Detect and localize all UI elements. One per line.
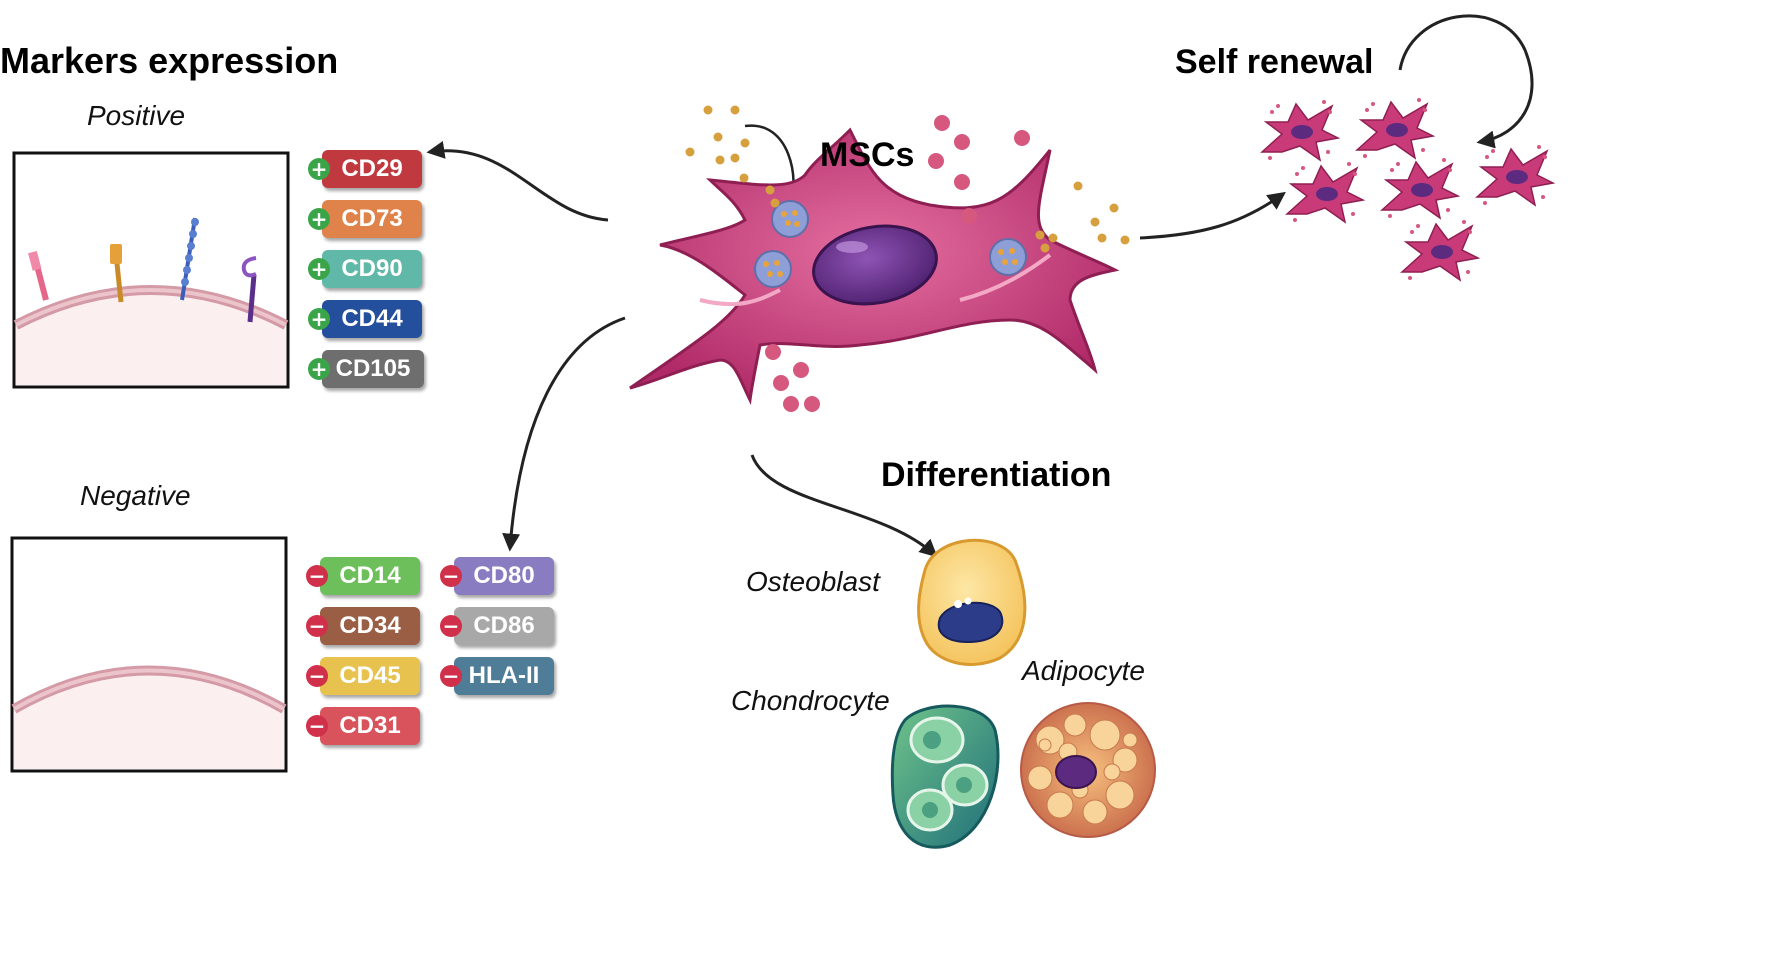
lipid-droplet: [1038, 738, 1052, 752]
lipid-droplet: [1063, 713, 1087, 737]
chondrocyte-label: Chondrocyte: [731, 685, 890, 716]
small-msc-cell: [1260, 100, 1341, 162]
minus-icon: −: [440, 565, 462, 587]
marker-chip-cd44: CD44: [322, 300, 422, 338]
marker-chip-cd80: CD80: [454, 557, 554, 595]
minus-icon: −: [306, 715, 328, 737]
marker-chip-cd45: CD45: [320, 657, 420, 695]
marker-chip-cd105: CD105: [322, 350, 424, 388]
plus-icon: +: [308, 158, 330, 180]
lipid-droplet: [1103, 763, 1121, 781]
chondrocyte-cell: [890, 704, 1000, 849]
plus-icon: +: [308, 208, 330, 230]
minus-icon: −: [306, 665, 328, 687]
minus-icon: −: [306, 565, 328, 587]
differentiation-heading: Differentiation: [881, 456, 1112, 494]
self-renewal-loop-arrow: [1398, 14, 1534, 149]
small-msc-cell: [1285, 162, 1366, 224]
receptor-orange: [110, 244, 124, 303]
lipid-droplet: [1027, 765, 1053, 791]
marker-chip-cd29: CD29: [322, 150, 422, 188]
marker-chip-cd31: CD31: [320, 707, 420, 745]
secreted-vesicles-pink: [765, 115, 1030, 412]
marker-chip-cd73: CD73: [322, 200, 422, 238]
self-renewal-cell-cluster: [1260, 98, 1556, 282]
lipid-droplet: [1082, 799, 1108, 825]
negative-membrane-panel: [10, 536, 288, 773]
receptor-purple: [241, 256, 257, 323]
lipid-droplet: [1046, 791, 1074, 819]
small-msc-cell: [1400, 220, 1481, 282]
small-msc-cell: [1380, 158, 1461, 220]
minus-icon: −: [306, 615, 328, 637]
small-msc-cell: [1355, 98, 1436, 160]
adipocyte-cell: [1020, 702, 1156, 838]
positive-membrane-panel: [12, 151, 290, 389]
lipid-droplet: [1122, 732, 1138, 748]
minus-icon: −: [440, 665, 462, 687]
plus-icon: +: [308, 358, 330, 380]
mscs-label: MSCs: [820, 136, 915, 174]
marker-chip-cd34: CD34: [320, 607, 420, 645]
osteoblast-label: Osteoblast: [746, 566, 880, 597]
receptor-blue: [180, 217, 199, 301]
negative-label: Negative: [80, 480, 191, 511]
plus-icon: +: [308, 308, 330, 330]
arrow-to-self-renewal: [1139, 191, 1286, 240]
lipid-droplet: [1105, 780, 1135, 810]
arrow-to-differentiation: [750, 454, 938, 558]
positive-label: Positive: [87, 100, 186, 131]
adipocyte-nucleus: [1055, 755, 1097, 789]
marker-chip-cd86: CD86: [454, 607, 554, 645]
small-msc-cell: [1475, 145, 1556, 207]
minus-icon: −: [440, 615, 462, 637]
secreted-vesicles-orange: [685, 105, 1130, 253]
marker-chip-cd14: CD14: [320, 557, 420, 595]
marker-chip-hla-ii: HLA-II: [454, 657, 554, 695]
osteoblast-cell: [917, 538, 1027, 666]
marker-chip-cd90: CD90: [322, 250, 422, 288]
msc-cell-illustration: [629, 127, 1120, 406]
self-renewal-heading: Self renewal: [1175, 43, 1374, 81]
arrow-to-negative: [502, 316, 626, 552]
markers-expression-heading: Markers expression: [0, 40, 339, 81]
plus-icon: +: [308, 258, 330, 280]
lipid-droplet: [1112, 747, 1138, 773]
adipocyte-label: Adipocyte: [1022, 655, 1145, 686]
lipid-droplet: [1089, 719, 1121, 751]
arrow-to-positive: [426, 140, 609, 222]
